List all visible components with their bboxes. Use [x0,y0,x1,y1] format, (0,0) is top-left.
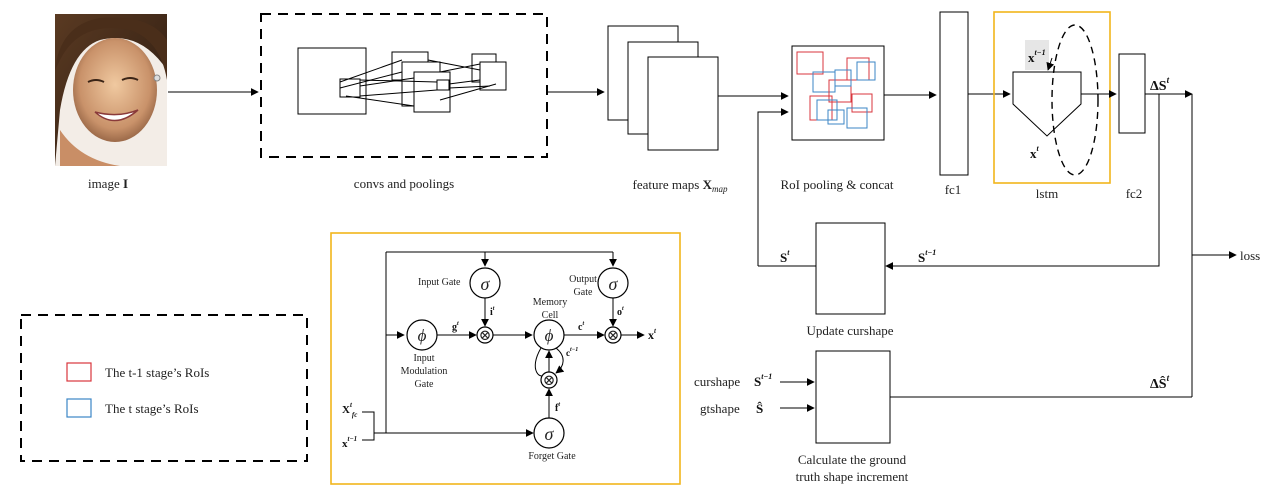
conv-layers [297,47,507,115]
cell-input-bracket [362,411,375,441]
input-mod-phi: ϕ [418,326,427,345]
output-gate-label-2: Gate [574,287,593,298]
input-mod-label-2: Modulation [401,366,448,377]
legend-prev-swatch [66,362,92,382]
memory-loop-right [555,347,565,374]
legend-cur-label: The t stage’s RoIs [105,401,199,416]
gt-increment-label-1: Calculate the ground [798,452,907,467]
cell-xfc-label: Xtfc [342,401,357,419]
cell-xprev-label: xt−1 [342,435,357,450]
lstm-cell-box [330,232,681,485]
feature-maps-stack [607,25,719,151]
lstm-node [1012,71,1082,137]
roi-rects [796,51,876,129]
mult-fc-sym: ⊗ [543,373,556,389]
fc1-label: fc1 [945,182,962,197]
cell-o-label: ot [617,306,624,318]
face-image [55,14,167,166]
loss-label: loss [1240,248,1260,263]
roi-pool-label: RoI pooling & concat [780,177,893,192]
fc2-box [1118,53,1146,134]
input-mod-label-1: Input [413,353,434,364]
cell-g-label: gt [452,321,459,333]
fc2-label: fc2 [1126,186,1143,201]
feature-maps-label: feature maps Xmap [633,177,728,194]
s-tm1-label: St−1 [918,248,936,265]
cell-f-label: ft [555,402,560,414]
delta-s-hat-label: ΔŜt [1150,373,1170,392]
convs-label: convs and poolings [354,176,454,191]
gt-increment-box [815,350,891,444]
gt-increment-label-2: truth shape increment [796,469,909,484]
cell-cprev-label: ct−1 [566,347,578,358]
output-gate-sigma: σ [609,274,619,294]
update-curshape-label: Update curshape [807,323,894,338]
s-t-label: St [780,248,790,265]
fc1-box [939,11,969,176]
forget-gate-label: Forget Gate [528,451,576,462]
curshape-label: curshape [694,374,740,389]
legend-prev-label: The t-1 stage’s RoIs [105,365,209,380]
update-curshape-box [815,222,886,315]
memory-loop-left [534,347,549,377]
convs-box [260,13,548,158]
lstm-prev-state-shade [1025,40,1049,70]
input-gate-label: Input Gate [418,277,461,288]
curshape-sym: St−1 [754,372,772,389]
forget-gate-sigma: σ [545,424,555,444]
lstm-x-prev: xt−1 [1028,48,1046,65]
cell-x-out-label: xt [648,327,657,342]
delta-s-label: ΔSt [1150,75,1170,94]
lstm-recurrent-loop [1051,24,1099,176]
output-gate-label-1: Output [569,274,597,285]
input-mod-label-3: Gate [415,379,434,390]
image-label: image I [88,176,128,191]
s-hat-label: Ŝ [756,401,763,416]
lstm-recurrent-arrow [1046,57,1055,71]
cell-i-label: it [490,306,495,318]
memory-cell-phi: ϕ [545,326,554,345]
legend-box [20,314,308,462]
legend-cur-swatch [66,398,92,418]
input-gate-sigma: σ [481,274,491,294]
arrow-curshape-roi [757,108,789,266]
mult-ig-sym: ⊗ [479,328,492,344]
arrow-delta-update [885,94,1160,270]
lstm-label: lstm [1036,186,1058,201]
memory-label-2: Cell [542,310,559,321]
gtshape-label: gtshape [700,401,740,416]
lstm-x-cur: xt [1030,144,1040,161]
roi-pool-box [791,45,885,141]
memory-label-1: Memory [533,297,567,308]
mult-oc-sym: ⊗ [607,328,620,344]
cell-c-label: ct [578,321,584,333]
